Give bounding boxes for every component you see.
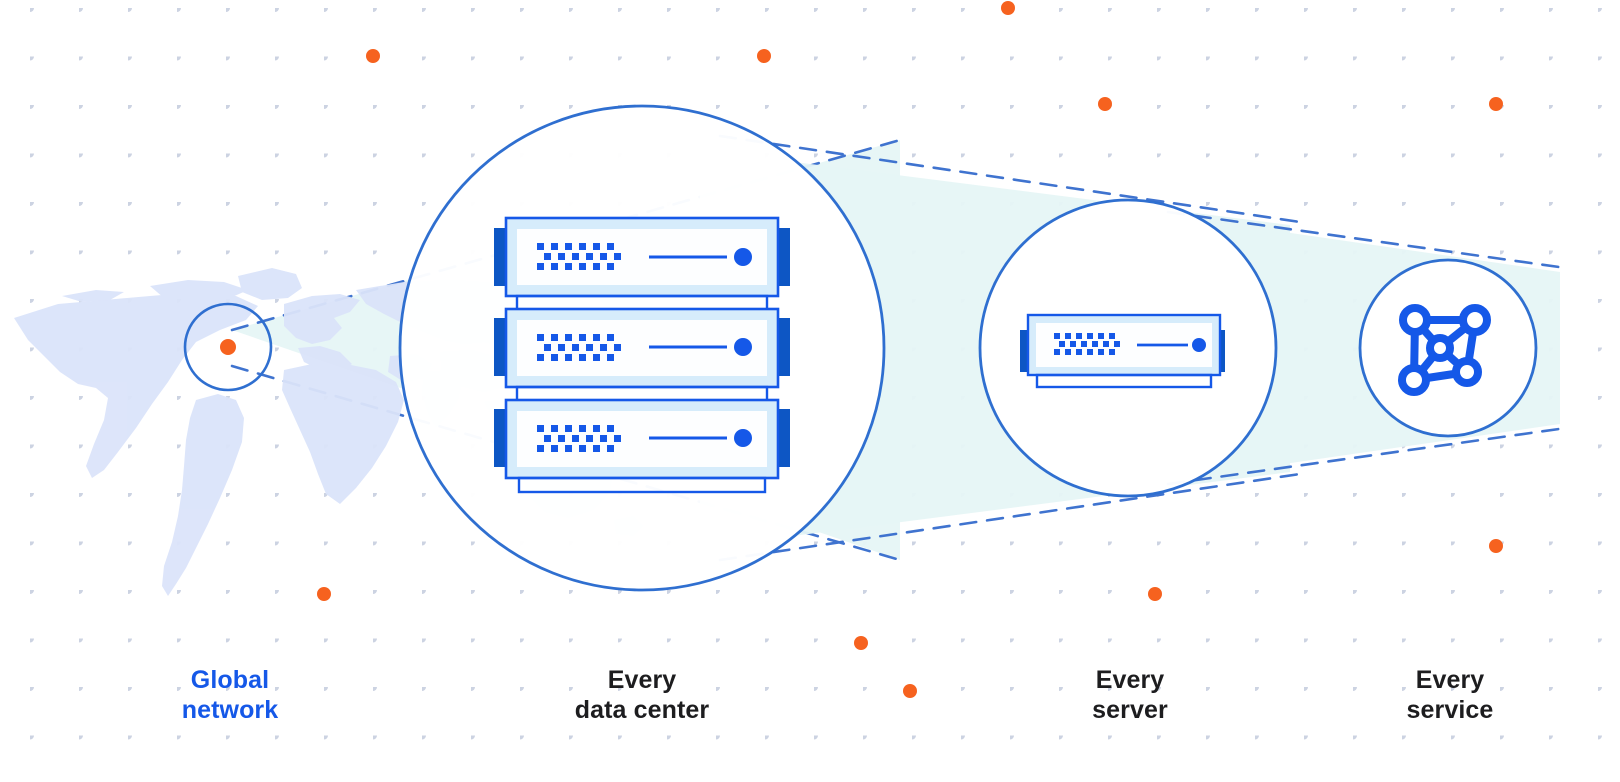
rack-status-led-3 — [734, 429, 752, 447]
network-nodes-icon — [1398, 304, 1491, 396]
global-network-focus-circle — [183, 302, 273, 392]
single-server-icon — [1020, 313, 1225, 389]
network-node-top-right — [1459, 304, 1491, 336]
led-matrix-3 — [537, 425, 621, 452]
server-status-led — [1192, 338, 1206, 352]
rack-base — [517, 476, 767, 494]
orange-accent-dot — [903, 684, 917, 698]
led-matrix-2 — [537, 334, 621, 361]
rack-unit-1 — [494, 216, 790, 298]
dashed-line-bottom-3 — [1166, 426, 1568, 486]
stage-label-server: Every server — [1000, 668, 1260, 723]
stage-label-data-center-line1: Every — [607, 666, 677, 694]
orange-accent-dots — [317, 1, 1503, 698]
dashed-line-top-2 — [718, 134, 1302, 224]
stage-label-service-line1: Every — [1415, 666, 1485, 694]
orange-accent-dot — [1489, 97, 1503, 111]
rack-unit-2 — [494, 307, 790, 389]
network-node-center — [1426, 334, 1454, 362]
dashed-line-top-3 — [1166, 210, 1568, 270]
network-node-bottom-left — [1398, 364, 1430, 396]
orange-accent-dot — [366, 49, 380, 63]
rack-status-led-2 — [734, 338, 752, 356]
stage-label-server-line2: server — [1092, 696, 1168, 724]
orange-accent-dot — [854, 636, 868, 650]
orange-accent-dot — [317, 587, 331, 601]
network-node-top-left — [1399, 304, 1431, 336]
stage-label-service: Every service — [1320, 668, 1580, 723]
led-matrix-server — [1054, 333, 1120, 355]
orange-accent-dot — [1148, 587, 1162, 601]
stage-label-global-network: Global network — [100, 668, 360, 723]
led-matrix-1 — [537, 243, 621, 270]
orange-accent-dot — [1489, 539, 1503, 553]
stage-label-data-center-line2: data center — [574, 696, 710, 724]
server-base — [1035, 373, 1213, 389]
global-network-location-marker — [220, 339, 236, 355]
orange-accent-dot — [757, 49, 771, 63]
stage-label-global-network-line1: Global — [190, 666, 270, 694]
orange-accent-dot — [1098, 97, 1112, 111]
stage-label-data-center: Every data center — [512, 668, 772, 723]
orange-accent-dot — [1001, 1, 1015, 15]
stage-label-service-line2: service — [1406, 696, 1494, 724]
rack-status-led-1 — [734, 248, 752, 266]
stage-label-global-network-line2: network — [181, 696, 279, 724]
server-rack-icon — [494, 216, 790, 494]
rack-unit-3 — [494, 398, 790, 480]
stage-label-server-line1: Every — [1095, 666, 1165, 694]
dashed-line-bottom-2 — [718, 472, 1302, 562]
network-node-bottom-right — [1452, 357, 1482, 387]
